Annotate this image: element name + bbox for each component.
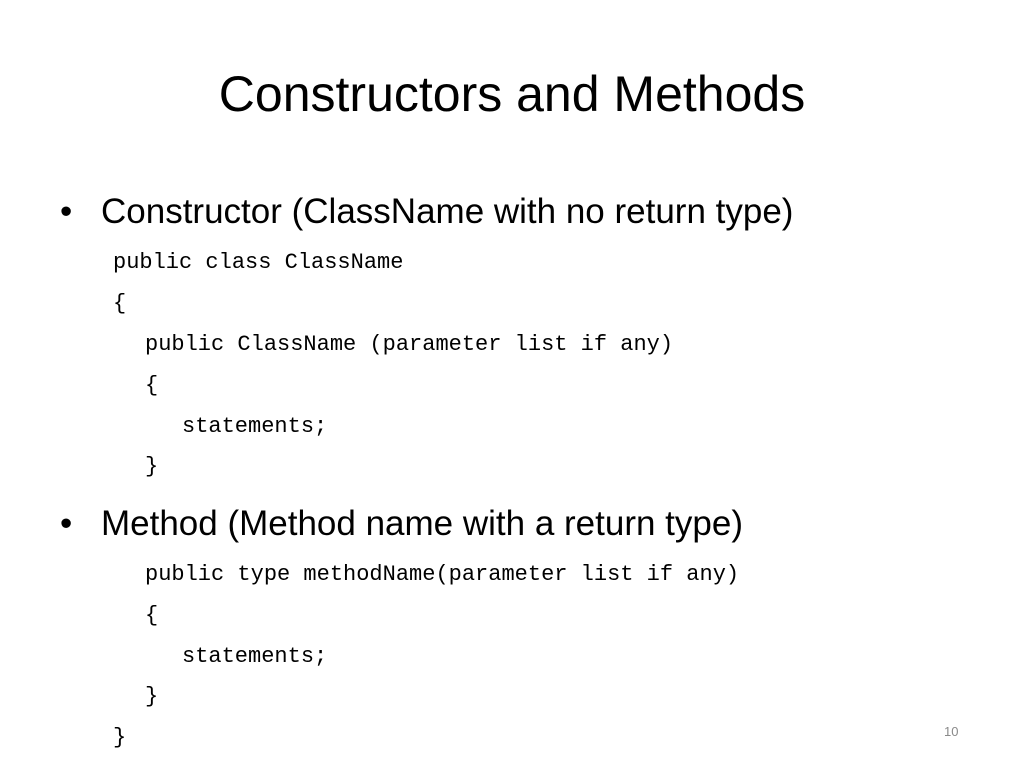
code-line: public type methodName(parameter list if… bbox=[145, 562, 740, 587]
code-line: { bbox=[145, 603, 159, 628]
code-line: public ClassName (parameter list if any) bbox=[145, 332, 674, 357]
bullet-constructor: • Constructor (ClassName with no return t… bbox=[60, 190, 793, 234]
bullet-method: • Method (Method name with a return type) bbox=[60, 502, 743, 546]
code-line: } bbox=[145, 454, 159, 479]
bullet-marker: • bbox=[60, 192, 73, 231]
code-line: statements; bbox=[182, 414, 328, 439]
code-line: { bbox=[113, 291, 127, 316]
bullet-text: Method (Method name with a return type) bbox=[101, 504, 743, 543]
slide-number: 10 bbox=[944, 724, 959, 739]
slide-title: Constructors and Methods bbox=[218, 66, 806, 122]
bullet-marker: • bbox=[60, 504, 73, 543]
code-line: } bbox=[145, 684, 159, 709]
code-line: statements; bbox=[182, 644, 328, 669]
code-line: public class ClassName bbox=[113, 250, 404, 275]
code-line: { bbox=[145, 373, 159, 398]
bullet-text: Constructor (ClassName with no return ty… bbox=[101, 192, 794, 231]
code-line: } bbox=[113, 725, 127, 750]
